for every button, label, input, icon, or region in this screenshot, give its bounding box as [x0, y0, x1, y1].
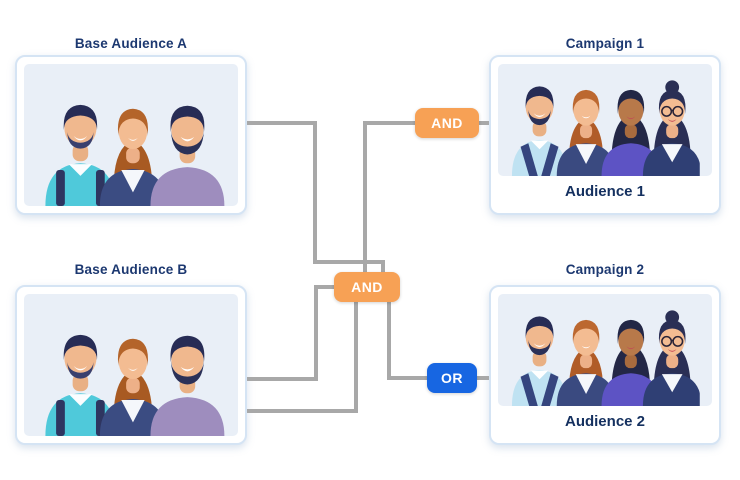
people-group-4-illustration — [498, 294, 712, 406]
base-audience-a-card — [15, 55, 247, 215]
people-group-3-illustration — [24, 64, 238, 206]
people-group-3-illustration — [24, 294, 238, 436]
audience-1-label: Audience 1 — [564, 182, 646, 200]
base-audience-b-card — [15, 285, 247, 445]
and-operator-badge-middle: AND — [334, 272, 400, 302]
campaign-2-title: Campaign 2 — [565, 262, 645, 277]
campaign-1-card: Audience 1 — [489, 55, 721, 215]
campaign-2-image — [498, 294, 712, 406]
connector-base-a-to-and — [247, 121, 385, 272]
connector-and-to-base-b — [247, 302, 358, 413]
campaign-1-title: Campaign 1 — [565, 36, 645, 51]
base-audience-b-title: Base Audience B — [74, 262, 188, 277]
campaign-1-image — [498, 64, 712, 176]
campaign-2-card: Audience 2 — [489, 285, 721, 445]
and-operator-badge-top: AND — [415, 108, 479, 138]
base-audience-a-image — [24, 64, 238, 206]
base-audience-b-image — [24, 294, 238, 436]
or-operator-badge: OR — [427, 363, 477, 393]
base-audience-a-title: Base Audience A — [74, 36, 188, 51]
connector-and-to-campaign-1 — [363, 121, 489, 272]
connector-base-b-to-and — [247, 285, 336, 381]
audience-2-label: Audience 2 — [564, 412, 646, 430]
people-group-4-illustration — [498, 64, 712, 176]
